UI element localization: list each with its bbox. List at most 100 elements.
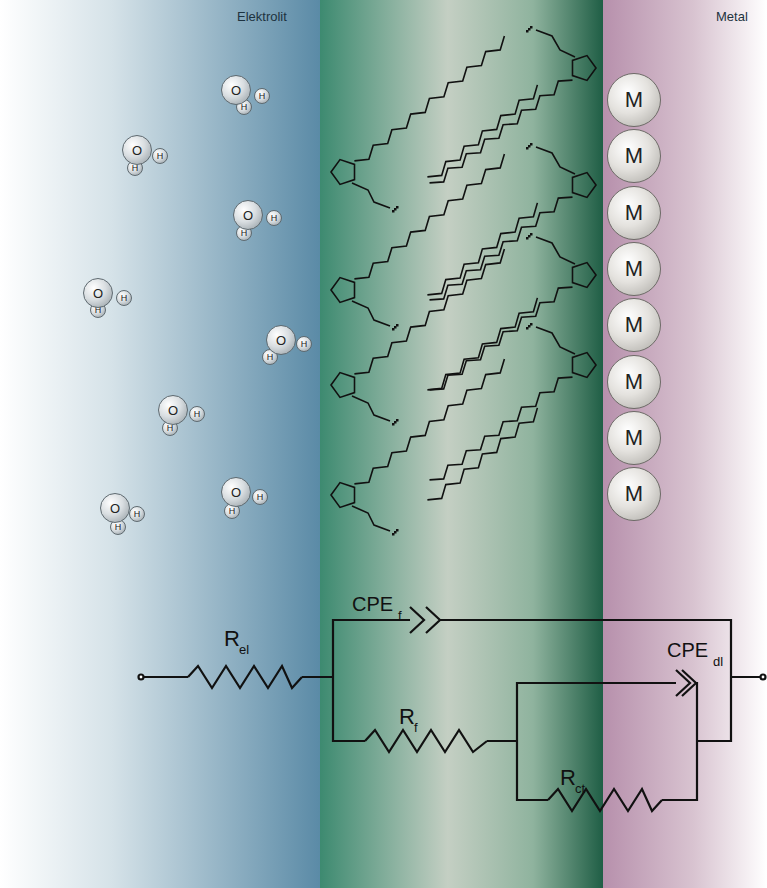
end-mark — [530, 143, 533, 146]
region-label: Metal — [716, 10, 748, 23]
imidazoline-ring — [573, 56, 597, 81]
imidazoline-ring — [573, 353, 597, 378]
oxygen-atom: O — [83, 278, 113, 308]
metal-atom: M — [607, 355, 661, 409]
atom-symbol: O — [231, 486, 241, 499]
atom-symbol: M — [625, 427, 643, 449]
hydrogen-atom: H — [152, 148, 168, 164]
atom-symbol: H — [257, 493, 264, 502]
metal-atom: M — [607, 411, 661, 465]
oxygen-atom: O — [100, 493, 130, 523]
atom-symbol: O — [276, 334, 286, 347]
imidazoline-ring — [573, 263, 597, 288]
component-subscript: f — [398, 609, 402, 622]
oxygen-atom: O — [221, 477, 251, 507]
alkyl-chain — [427, 203, 537, 295]
alkyl-chain — [430, 287, 573, 390]
atom-symbol: M — [625, 258, 643, 280]
imidazoline-ring — [331, 373, 355, 398]
metal-atom: M — [607, 242, 661, 296]
alkyl-chain — [427, 85, 537, 177]
alkyl-chain — [427, 298, 537, 390]
end-mark — [530, 26, 533, 29]
component-subscript: dl — [713, 655, 723, 668]
component-subscript: ct — [575, 782, 585, 795]
component-label: R — [560, 767, 576, 789]
metal-atom: M — [607, 298, 661, 352]
atom-symbol: O — [231, 84, 241, 97]
component-subscript: f — [414, 721, 418, 734]
end-mark — [396, 206, 399, 209]
component-subscript: el — [239, 643, 249, 656]
component-label: R — [399, 706, 415, 728]
atom-symbol: H — [301, 340, 308, 349]
atom-symbol: M — [625, 371, 643, 393]
alkyl-chain — [354, 36, 504, 161]
inhibitor-molecule — [430, 237, 597, 390]
end-mark — [396, 529, 399, 532]
cpe-symbol — [676, 670, 696, 696]
inhibitor-molecule — [430, 147, 597, 300]
alkyl-chain — [536, 327, 575, 354]
component-label: R — [224, 628, 240, 650]
alkyl-chain — [354, 154, 504, 279]
cpe-symbol — [410, 607, 440, 633]
imidazoline-ring — [573, 173, 597, 198]
atom-symbol: H — [271, 214, 278, 223]
alkyl-chain — [427, 408, 537, 500]
component-label: CPE — [352, 594, 393, 614]
atom-symbol: H — [259, 92, 266, 101]
end-mark — [396, 324, 399, 327]
wire — [143, 620, 761, 800]
metal-atom: M — [607, 467, 661, 521]
hydrogen-atom: H — [254, 88, 270, 104]
resistor-symbol — [548, 789, 662, 811]
end-mark — [396, 419, 399, 422]
atom-symbol: O — [243, 209, 253, 222]
inhibitor-molecule — [331, 249, 537, 421]
resistor-symbol — [188, 666, 302, 688]
alkyl-chain — [354, 359, 504, 484]
resistor-symbol — [365, 730, 487, 752]
atom-symbol: M — [625, 89, 643, 111]
alkyl-chain — [536, 30, 575, 57]
component-label: CPE — [667, 640, 708, 660]
imidazoline-ring — [331, 278, 355, 303]
hydrogen-atom: H — [116, 290, 132, 306]
atom-symbol: O — [110, 502, 120, 515]
atom-symbol: O — [168, 404, 178, 417]
atom-symbol: O — [93, 287, 103, 300]
atom-symbol: M — [625, 314, 643, 336]
atom-symbol: M — [625, 483, 643, 505]
atom-symbol: M — [625, 202, 643, 224]
inhibitor-molecule — [430, 327, 597, 480]
imidazoline-ring — [331, 160, 355, 185]
metal-atom: M — [607, 186, 661, 240]
hydrogen-atom: H — [296, 336, 312, 352]
atom-symbol: H — [229, 507, 236, 516]
oxygen-atom: O — [233, 200, 263, 230]
atom-symbol: H — [134, 510, 141, 519]
metal-atom: M — [607, 129, 661, 183]
hydrogen-atom: H — [252, 489, 268, 505]
inhibitor-molecule — [430, 30, 597, 183]
atom-symbol: H — [194, 410, 201, 419]
end-mark — [530, 323, 533, 326]
alkyl-chain — [352, 506, 390, 531]
metal-atom: M — [607, 73, 661, 127]
imidazoline-ring — [331, 483, 355, 508]
alkyl-chain — [430, 80, 573, 183]
atom-symbol: H — [157, 152, 164, 161]
oxygen-atom: O — [266, 325, 296, 355]
oxygen-atom: O — [221, 75, 251, 105]
oxygen-atom: O — [122, 135, 152, 165]
alkyl-chain — [536, 147, 575, 174]
hydrogen-atom: H — [189, 406, 205, 422]
alkyl-chain — [430, 377, 573, 480]
alkyl-chain — [536, 237, 575, 264]
oxygen-atom: O — [158, 395, 188, 425]
alkyl-chain — [352, 183, 390, 208]
alkyl-chain — [430, 197, 573, 300]
atom-symbol: H — [121, 294, 128, 303]
inhibitor-molecule — [331, 359, 537, 531]
